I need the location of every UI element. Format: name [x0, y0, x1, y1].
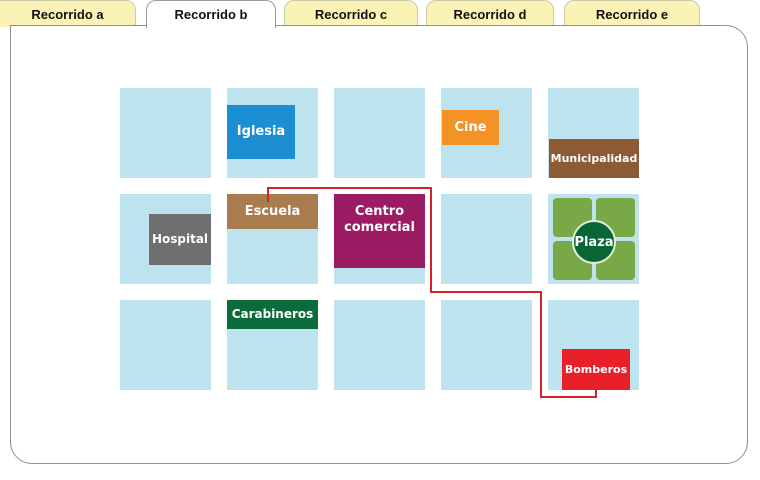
place-carabineros: Carabineros — [227, 300, 318, 329]
place-escuela: Escuela — [227, 194, 318, 229]
tab-recorrido-d[interactable]: Recorrido d — [426, 0, 554, 27]
place-bomberos: Bomberos — [562, 349, 630, 390]
active-tab-joint — [147, 24, 275, 28]
city-block — [120, 88, 211, 178]
city-block — [441, 194, 532, 284]
place-plaza: Plaza — [572, 220, 616, 264]
place-hospital: Hospital — [149, 214, 211, 265]
city-block — [334, 88, 425, 178]
city-block — [334, 300, 425, 390]
place-iglesia: Iglesia — [227, 105, 295, 159]
tab-recorrido-e[interactable]: Recorrido e — [564, 0, 700, 27]
place-cine: Cine — [442, 110, 499, 145]
tab-recorrido-c[interactable]: Recorrido c — [284, 0, 418, 27]
city-block — [441, 300, 532, 390]
place-centro-comercial: Centro comercial — [334, 194, 425, 268]
place-municipalidad: Municipalidad — [549, 139, 639, 178]
tab-recorrido-b[interactable]: Recorrido b — [146, 0, 276, 28]
tab-recorrido-a[interactable]: Recorrido a — [0, 0, 136, 27]
city-block — [120, 300, 211, 390]
